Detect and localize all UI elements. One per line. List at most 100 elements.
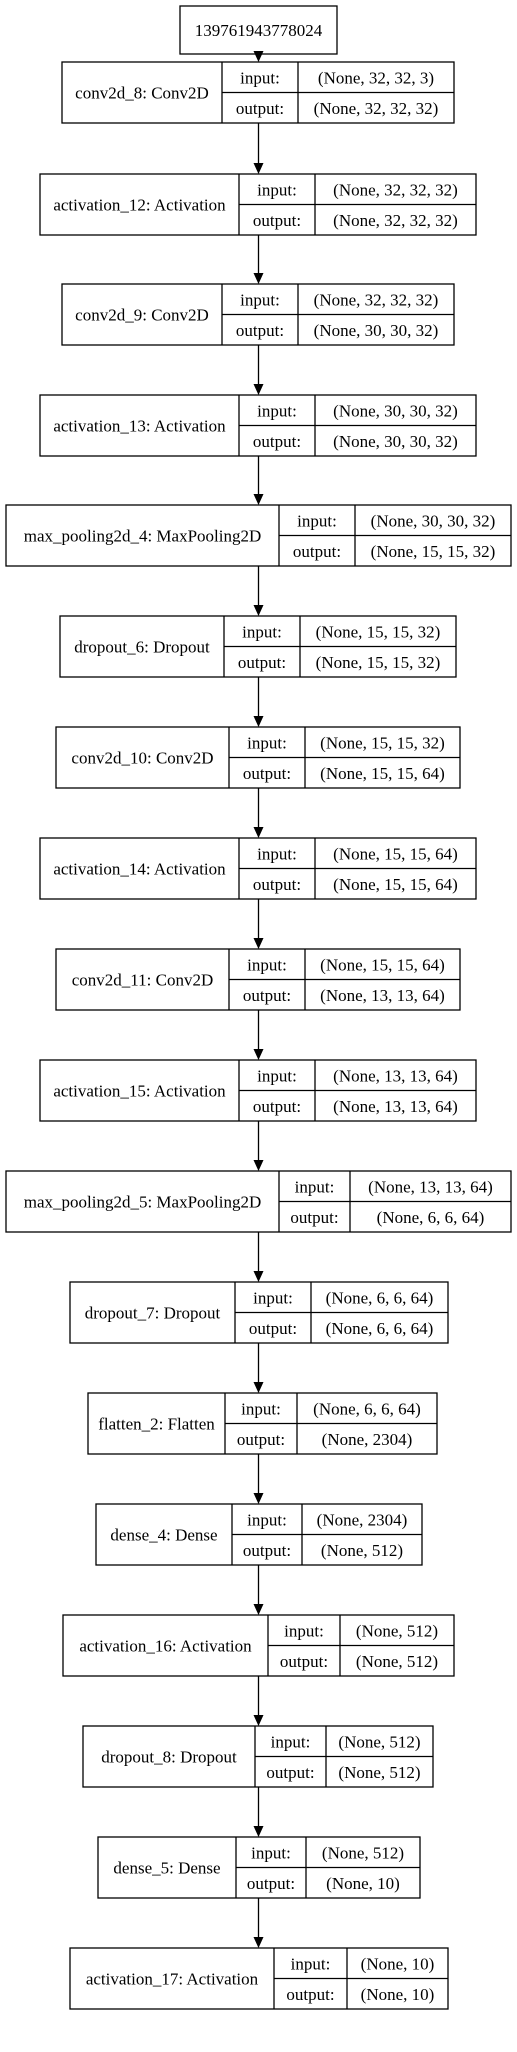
output-label: output: [243,986,291,1005]
layer-node: activation_14: Activationinput:output:(N… [39,837,477,900]
layer-name: conv2d_11: Conv2D [72,971,214,990]
output-shape: (None, 6, 6, 64) [377,1208,485,1227]
input-shape: (None, 512) [338,1732,420,1751]
input-shape: (None, 15, 15, 32) [316,622,441,641]
input-label: input: [291,1954,331,1973]
layer-name: dropout_7: Dropout [85,1304,221,1323]
output-label: output: [280,1652,328,1671]
connector-arrowhead [253,1271,264,1282]
input-shape: (None, 13, 13, 64) [368,1177,493,1196]
connector-arrowhead [253,384,264,395]
output-label: output: [247,1874,295,1893]
output-label: output: [290,1208,338,1227]
input-label: input: [284,1621,324,1640]
output-label: output: [293,542,341,561]
output-shape: (None, 2304) [322,1430,413,1449]
output-label: output: [243,1541,291,1560]
output-label: output: [236,99,284,118]
input-shape: (None, 6, 6, 64) [326,1288,434,1307]
output-shape: (None, 512) [356,1652,438,1671]
layer-name: activation_15: Activation [53,1082,226,1101]
layer-name: conv2d_10: Conv2D [71,749,213,768]
layer-node: max_pooling2d_5: MaxPooling2D input: outpu… [5,1170,512,1233]
output-shape: (None, 10) [326,1874,400,1893]
layer-node: activation_13: Activation input: output: (N… [39,394,477,457]
connector-arrowhead [253,1826,264,1837]
connector-arrowhead [253,827,264,838]
output-shape: (None, 15, 15, 64) [333,875,458,894]
layer-node: max_pooling2d_4: MaxPooling2Dinput:outpu… [5,504,512,567]
input-label: input: [295,1177,335,1196]
input-shape: (None, 512) [356,1621,438,1640]
input-label: input: [257,401,297,420]
output-shape: (None, 30, 30, 32) [333,432,458,451]
output-shape: (None, 15, 15, 64) [320,764,445,783]
layer-name: conv2d_8: Conv2D [75,84,209,103]
input-label: input: [247,955,287,974]
connector-arrowhead [253,605,264,616]
output-shape: (None, 10) [361,1985,435,2004]
layer-node: conv2d_10: Conv2D input: output: (None, 15,… [55,726,461,789]
input-shape: (None, 15, 15, 64) [320,955,445,974]
input-label: input: [240,68,280,87]
layer-name: flatten_2: Flatten [98,1415,215,1434]
output-label: output: [249,1319,297,1338]
layer-name: dense_4: Dense [110,1526,217,1545]
layer-node: conv2d_9: Conv2D input: output: (None, 32, … [61,283,455,346]
input-label: input: [247,733,287,752]
layer-name: dropout_6: Dropout [74,638,210,657]
layer-node: conv2d_11: Conv2D input: output: (None, 15,… [55,948,461,1011]
output-label: output: [253,1097,301,1116]
input-label: input: [253,1288,293,1307]
layer-node: activation_15: Activationinput:output:(N… [39,1059,477,1122]
connector-arrowhead [253,273,264,284]
layer-name: activation_13: Activation [53,417,226,436]
input-label: input: [271,1732,311,1751]
output-label: output: [243,764,291,783]
connector-arrowhead [253,51,264,62]
input-label: input: [240,290,280,309]
layer-nodes: conv2d_8: Conv2D input: output: (None, 32, … [5,51,512,2010]
output-label: output: [286,1985,334,2004]
output-shape: (None, 512) [321,1541,403,1560]
layer-name: conv2d_9: Conv2D [75,306,209,325]
input-shape: (None, 15, 15, 32) [320,733,445,752]
output-label: output: [253,432,301,451]
output-shape: (None, 6, 6, 64) [326,1319,434,1338]
layer-name: max_pooling2d_5: MaxPooling2D [24,1193,262,1212]
layer-node: dropout_7: Dropout input: output: (None, 6,… [69,1281,449,1344]
input-shape: (None, 15, 15, 64) [333,844,458,863]
layer-name: dense_5: Dense [113,1859,220,1878]
connector-arrowhead [253,1715,264,1726]
input-shape: (None, 2304) [317,1510,408,1529]
connector-arrowhead [253,1493,264,1504]
layer-name: activation_16: Activation [79,1637,252,1656]
input-shape: (None, 30, 30, 32) [333,401,458,420]
layer-node: activation_16: Activation input: output: (N… [62,1614,455,1677]
connector-arrowhead [253,938,264,949]
output-label: output: [253,875,301,894]
input-label: input: [242,622,282,641]
output-label: output: [266,1763,314,1782]
output-label: output: [237,1430,285,1449]
output-shape: (None, 30, 30, 32) [314,321,439,340]
layer-node: activation_12: Activationinput:output:(N… [39,173,477,236]
layer-node: activation_17: Activationinput:output:(N… [69,1947,449,2010]
output-label: output: [236,321,284,340]
layer-node: flatten_2: Flatten input: output: (None, 6,… [87,1392,438,1455]
connector-arrowhead [253,1160,264,1171]
input-shape: (None, 32, 32, 32) [333,180,458,199]
layer-name: dropout_8: Dropout [101,1748,237,1767]
input-shape: (None, 10) [361,1954,435,1973]
output-label: output: [253,211,301,230]
connector-arrowhead [253,716,264,727]
input-label: input: [247,1510,287,1529]
input-label: input: [241,1399,281,1418]
root-node-label: 139761943778024 [195,21,323,40]
input-shape: (None, 6, 6, 64) [313,1399,421,1418]
input-shape: (None, 32, 32, 32) [314,290,439,309]
layer-name: activation_14: Activation [53,860,226,879]
